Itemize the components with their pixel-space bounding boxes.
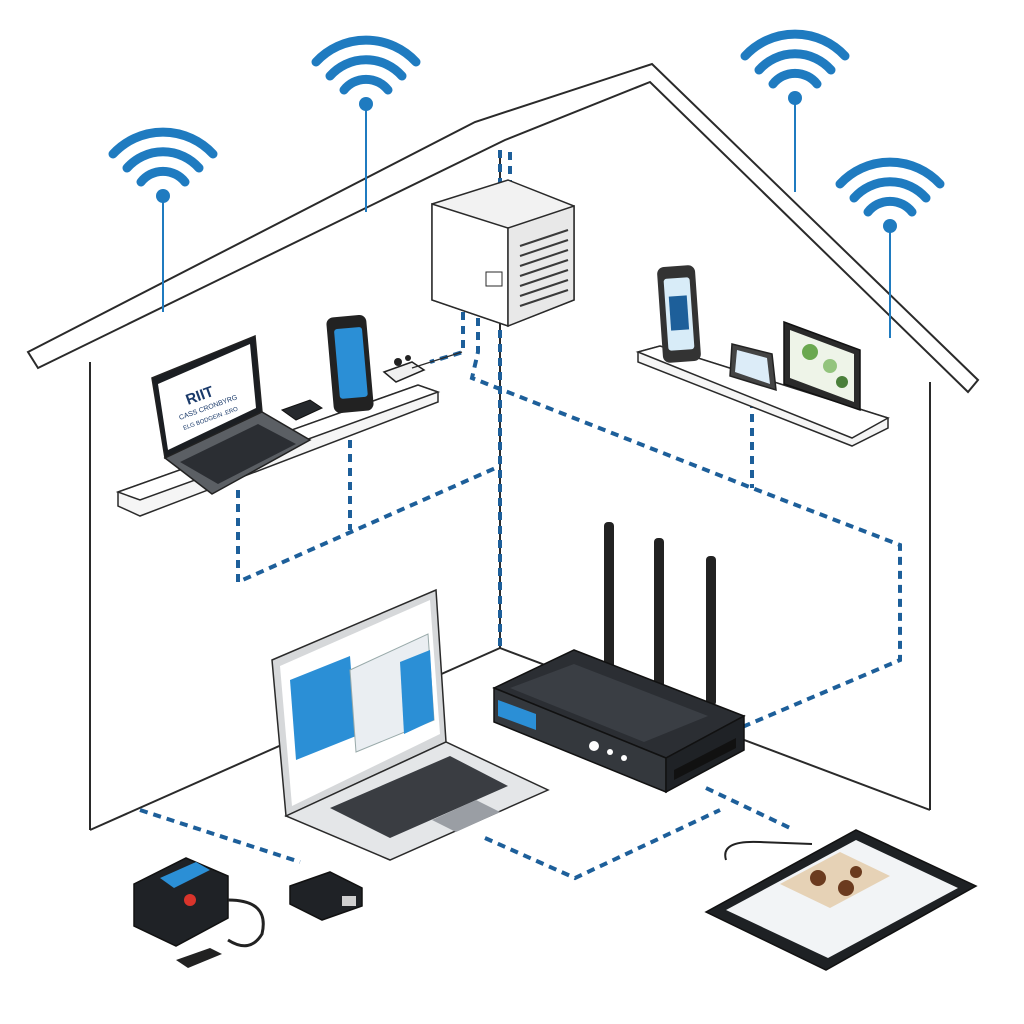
server-icon [431, 179, 575, 328]
router-icon [492, 522, 746, 794]
hub-icon [382, 351, 463, 383]
wifi-poles [162, 100, 891, 338]
roof-left [26, 62, 980, 394]
wifi-icon [311, 35, 421, 111]
wifi-icon [740, 29, 850, 105]
wifi-icon [108, 127, 218, 203]
link-router-floor [484, 808, 721, 881]
media-player-icon [280, 399, 324, 421]
network-links [139, 150, 902, 881]
photo-frame-icon [783, 320, 861, 412]
right-shelf [635, 345, 890, 447]
wifi-icon [835, 157, 945, 233]
camera-icon [729, 343, 777, 392]
link-server-left-shelf [429, 312, 465, 364]
phone-icon [657, 265, 701, 363]
link-left-shelf-down [236, 464, 501, 586]
laptop-icon: RIIT CASS CRONBYRG ELG BODGEIN .ERO [151, 334, 312, 495]
phone-icon [326, 315, 374, 413]
hub-icon [289, 871, 363, 921]
link-server-right-shelf [469, 318, 902, 730]
media-player-icon [133, 857, 265, 968]
link-floor-left [139, 808, 301, 864]
laptop-icon [271, 588, 550, 861]
link-router-tablet [705, 786, 791, 830]
tablet-icon [704, 829, 978, 971]
